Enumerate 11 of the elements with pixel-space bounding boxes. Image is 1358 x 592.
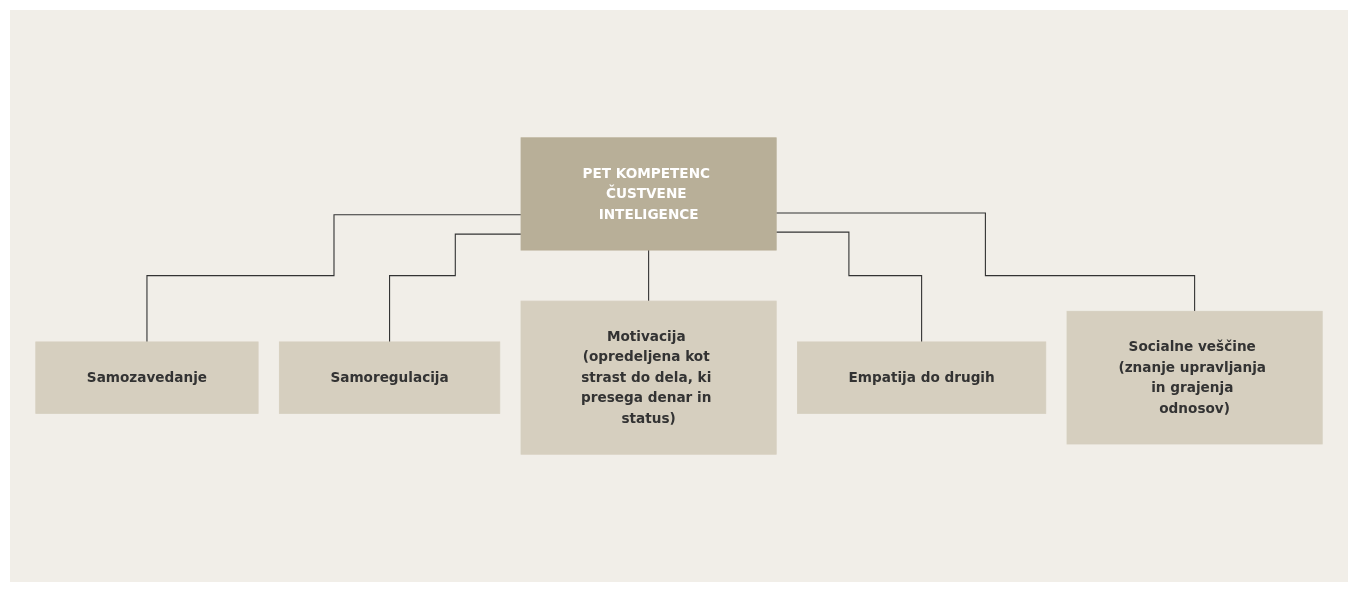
connector xyxy=(146,214,522,343)
node-box: Empatija do drugih xyxy=(797,341,1047,414)
node-box: Socialne veščine (znanje upravljanja in grajenja odnosov) xyxy=(1066,310,1323,445)
connector xyxy=(775,212,1196,312)
node-box: Samozavedanje xyxy=(35,341,259,414)
connector xyxy=(648,249,650,302)
connector xyxy=(775,231,923,343)
node-box: Motivacija (opredeljena kot strast do dela, ki presega denar in status) xyxy=(520,300,777,455)
node-box: Samoregulacija xyxy=(278,341,501,414)
node-box: PET KOMPETENC ČUSTVENE INTELIGENCE xyxy=(520,137,777,251)
connector xyxy=(389,233,522,343)
